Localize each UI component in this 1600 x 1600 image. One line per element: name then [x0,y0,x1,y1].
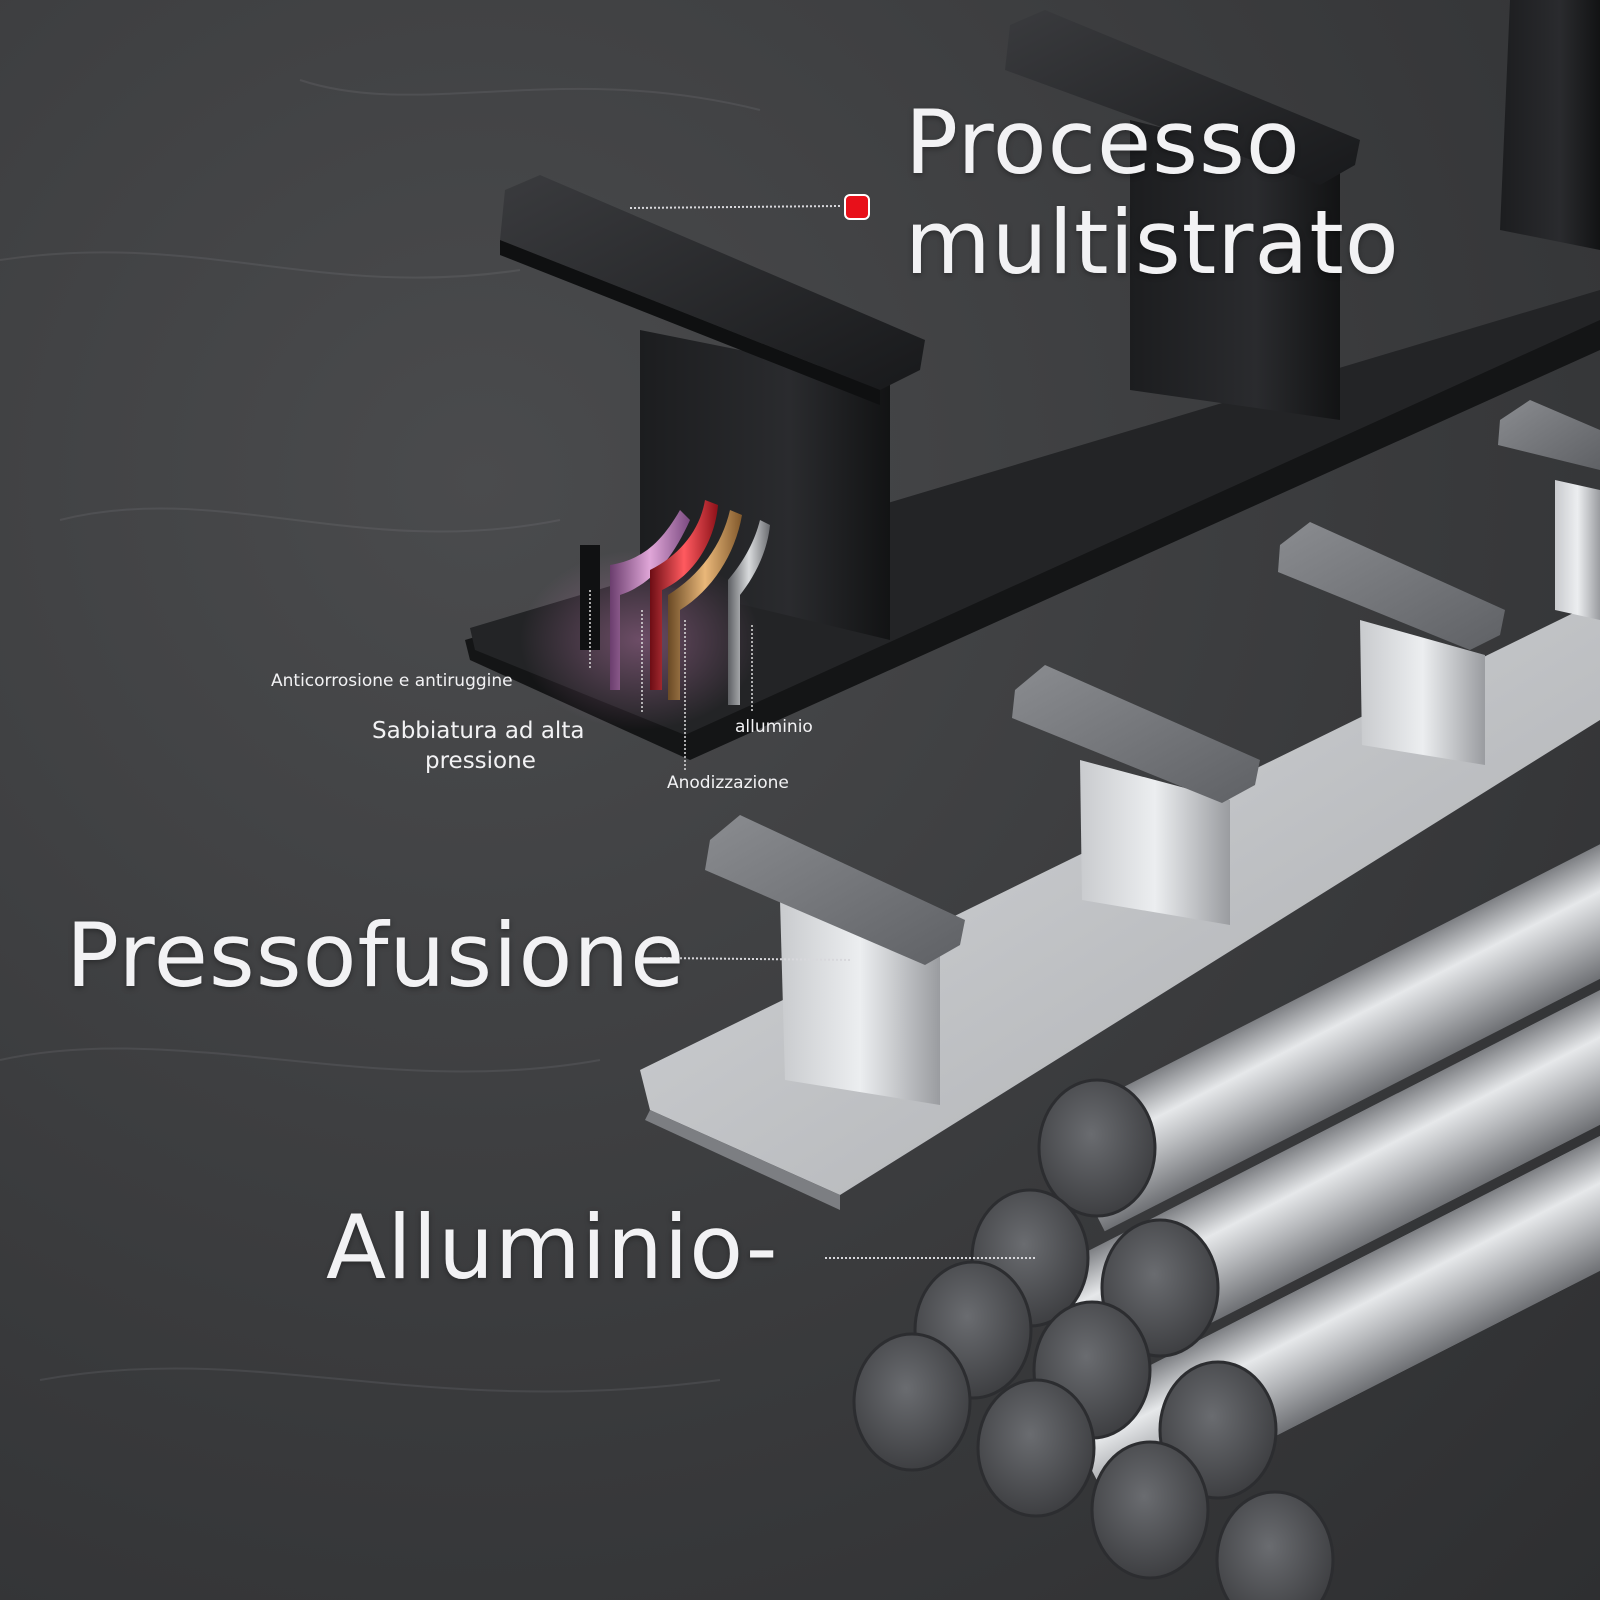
silver-hook-rack [640,400,1600,1210]
aluminium-layer-label: alluminio [735,717,813,737]
stone-texture [0,79,761,1393]
black-hook-rack [465,0,1600,760]
headline-leader-line [629,205,841,209]
layer-cutaway [520,500,770,770]
anodizing-layer-label: Anodizzazione [667,773,789,793]
sandblasting-layer-label-line-1: Sabbiatura ad alta [372,718,585,744]
aluminium-label: Alluminio- [326,1196,779,1299]
headline-line-1: Processo [905,91,1301,194]
die-casting-label: Pressofusione [66,904,686,1007]
sandblasting-layer-label-line-2: pressione [425,748,536,774]
accent-marker-icon [844,194,870,220]
headline-line-2: multistrato [905,191,1400,294]
anticorrosion-layer-label: Anticorrosione e antiruggine [271,671,513,691]
aluminium-rods [852,806,1600,1600]
